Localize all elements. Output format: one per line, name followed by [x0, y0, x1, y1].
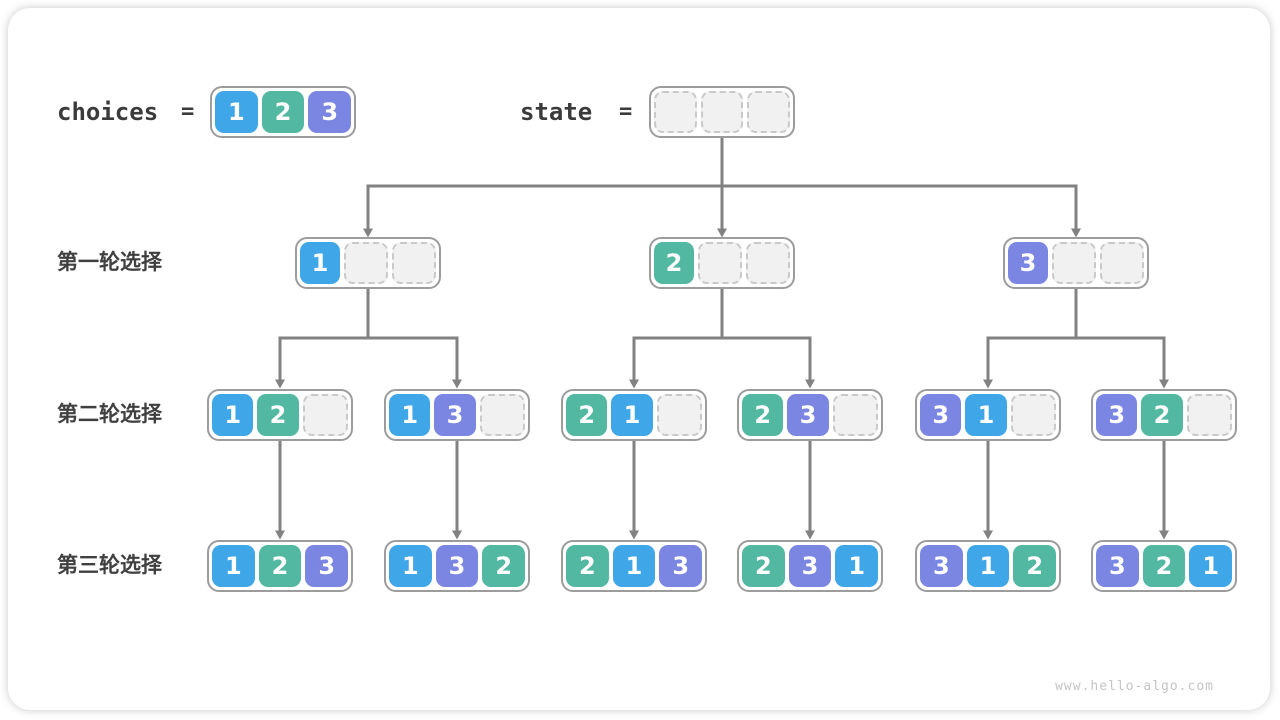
- node-box-r1-1: 1: [295, 237, 441, 289]
- value-cell: 1: [300, 242, 340, 284]
- value-cell: 3: [788, 545, 832, 587]
- empty-cell: [832, 394, 878, 436]
- value-cell: 2: [742, 545, 785, 587]
- value-cell: 1: [965, 394, 1007, 436]
- empty-cell: [302, 394, 348, 436]
- value-cell: 1: [212, 394, 254, 436]
- choices-label: choices: [57, 98, 159, 126]
- state-array-box: [649, 86, 795, 138]
- value-cell: 1: [611, 394, 653, 436]
- empty-cell: [1100, 242, 1144, 284]
- round-2-label: 第二轮选择: [57, 403, 162, 426]
- state-equals-sign: =: [619, 99, 633, 124]
- value-cell: 2: [566, 545, 609, 587]
- empty-cell: [700, 91, 744, 133]
- value-cell: 2: [261, 91, 305, 133]
- empty-cell: [1010, 394, 1056, 436]
- value-cell: 2: [1141, 394, 1183, 436]
- value-cell: 2: [566, 394, 608, 436]
- value-cell: 3: [787, 394, 829, 436]
- value-cell: 3: [305, 545, 349, 587]
- value-cell: 3: [1096, 545, 1139, 587]
- empty-cell: [392, 242, 436, 284]
- value-cell: 3: [434, 394, 476, 436]
- empty-cell: [746, 242, 790, 284]
- value-cell: 2: [257, 394, 299, 436]
- diagram-card: [8, 8, 1270, 710]
- empty-cell: [344, 242, 388, 284]
- value-cell: 1: [1189, 545, 1233, 587]
- value-cell: 1: [612, 545, 656, 587]
- value-cell: 2: [654, 242, 694, 284]
- empty-cell: [747, 91, 791, 133]
- empty-cell: [479, 394, 525, 436]
- value-cell: 1: [215, 91, 258, 133]
- empty-cell: [656, 394, 702, 436]
- value-cell: 2: [482, 545, 526, 587]
- value-cell: 1: [212, 545, 255, 587]
- node-box-r1-2: 2: [649, 237, 795, 289]
- round-3-label: 第三轮选择: [57, 554, 162, 577]
- value-cell: 2: [742, 394, 784, 436]
- empty-cell: [654, 91, 697, 133]
- value-cell: 3: [308, 91, 352, 133]
- value-cell: 3: [920, 394, 962, 436]
- value-cell: 2: [1013, 545, 1057, 587]
- value-cell: 1: [835, 545, 879, 587]
- site-watermark: www.hello-algo.com: [1055, 679, 1214, 694]
- value-cell: 1: [389, 394, 431, 436]
- empty-cell: [1186, 394, 1232, 436]
- value-cell: 3: [1008, 242, 1048, 284]
- choices-equals-sign: =: [181, 99, 195, 124]
- value-cell: 3: [920, 545, 963, 587]
- round-1-label: 第一轮选择: [57, 251, 162, 274]
- value-cell: 2: [1142, 545, 1186, 587]
- value-cell: 2: [258, 545, 302, 587]
- state-label: state: [520, 98, 593, 126]
- value-cell: 3: [435, 545, 479, 587]
- empty-cell: [1052, 242, 1096, 284]
- value-cell: 1: [389, 545, 432, 587]
- value-cell: 1: [966, 545, 1010, 587]
- value-cell: 3: [1096, 394, 1138, 436]
- empty-cell: [698, 242, 742, 284]
- value-cell: 3: [659, 545, 703, 587]
- node-box-r1-3: 3: [1003, 237, 1149, 289]
